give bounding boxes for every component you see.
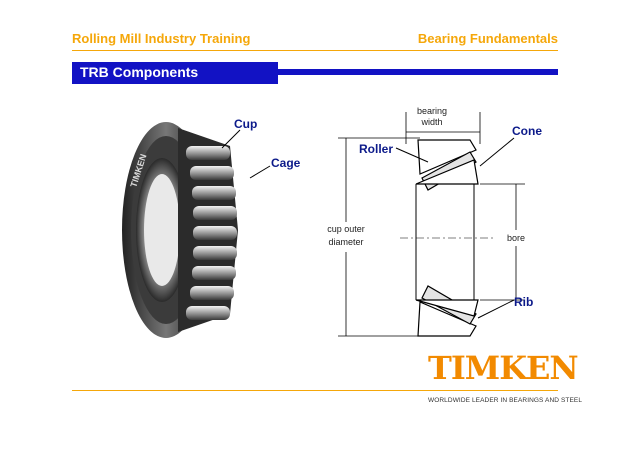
cross-section-diagram: bearing width cup outer diameter bore bbox=[327, 106, 525, 337]
topic-title: Bearing Fundamentals bbox=[417, 31, 558, 46]
bearing-width-label-1: bearing bbox=[417, 106, 447, 116]
cup-outer-label-2: diameter bbox=[328, 237, 363, 247]
rib-callout: Rib bbox=[514, 295, 534, 309]
cage-callout: Cage bbox=[271, 156, 301, 170]
slide-title: TRB Components bbox=[80, 64, 199, 80]
cup-outer-label-1: cup outer bbox=[327, 224, 365, 234]
bore-label: bore bbox=[507, 233, 525, 243]
bearing-width-label-2: width bbox=[420, 117, 442, 127]
bearing-photo: TIMKEN bbox=[122, 122, 238, 338]
slide-title-line bbox=[278, 69, 558, 75]
company-tagline: WORLDWIDE LEADER IN BEARINGS AND STEEL bbox=[428, 397, 583, 404]
slide-title-bar bbox=[72, 62, 278, 84]
header-rule bbox=[72, 50, 558, 51]
roller-stack bbox=[186, 146, 237, 320]
footer-rule bbox=[72, 390, 558, 391]
cup-callout: Cup bbox=[234, 117, 258, 131]
cone-callout: Cone bbox=[512, 124, 542, 138]
timken-logo: TIMKEN bbox=[428, 349, 579, 387]
course-title: Rolling Mill Industry Training bbox=[72, 31, 251, 46]
roller-callout: Roller bbox=[359, 142, 394, 156]
